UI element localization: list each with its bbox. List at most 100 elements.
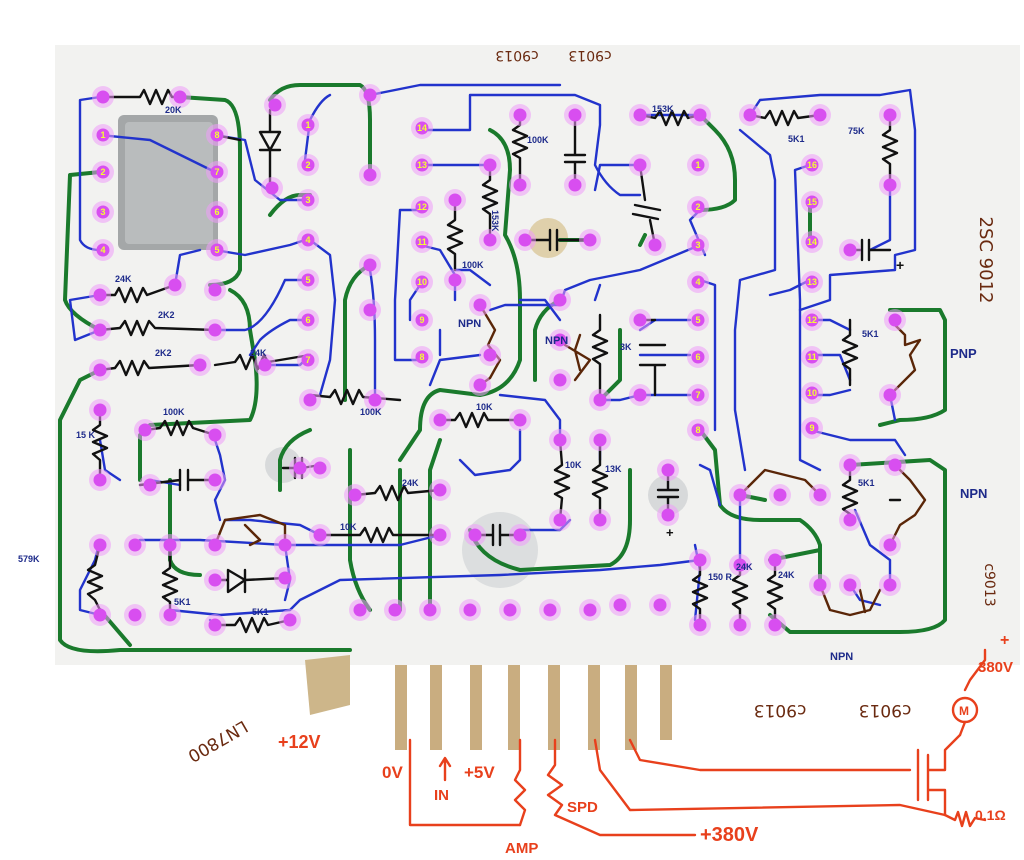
pin-number: 1 [305, 120, 310, 130]
solder-pad [633, 313, 647, 327]
resistor [318, 526, 442, 544]
solder-pad [210, 243, 224, 257]
value-13k: 13K [605, 464, 622, 474]
solder-pad [468, 528, 482, 542]
solder-pad [691, 238, 705, 252]
solder-pad [303, 393, 317, 407]
value-24k-e: 24K [778, 570, 795, 580]
solder-pad [93, 403, 107, 417]
solder-pad [268, 98, 282, 112]
solder-pad [768, 618, 782, 632]
solder-pad [93, 538, 107, 552]
resistor [881, 113, 899, 187]
solder-pad [210, 128, 224, 142]
value-100k-a: 100K [163, 407, 185, 417]
value-10k-b: 10K [340, 522, 357, 532]
value-100k-c: 100K [527, 135, 549, 145]
solder-pad [805, 195, 819, 209]
npn-transistor [888, 463, 927, 547]
pin-number: 8 [214, 130, 219, 140]
resistor [553, 438, 571, 522]
pin-number: 5 [305, 275, 310, 285]
pin-number: 10 [417, 277, 427, 287]
resistor [591, 313, 609, 402]
solder-pad [368, 393, 382, 407]
capacitor [563, 113, 587, 187]
transistor-labels: NPN NPN PNP NPN NPN [458, 318, 987, 663]
pin-number: 2 [695, 202, 700, 212]
solder-pad [93, 473, 107, 487]
pin-number: 2 [100, 167, 105, 177]
pin-number: 6 [695, 352, 700, 362]
solder-pad [805, 275, 819, 289]
pin-number: 13 [807, 277, 817, 287]
resistor [438, 411, 522, 429]
solder-pad [648, 238, 662, 252]
solder-pad [888, 458, 902, 472]
solder-pad [733, 488, 747, 502]
solder-pad [301, 118, 315, 132]
part-label-2sc9012: 2SC 9012 [975, 217, 996, 304]
ic-chip-shade [125, 122, 213, 244]
solder-pad [301, 273, 315, 287]
value-2k2-b: 2K2 [155, 348, 172, 358]
pin-number: 12 [807, 315, 817, 325]
solder-pad [193, 358, 207, 372]
solder-pad [415, 121, 429, 135]
part-label-top-right: c9013 [568, 47, 611, 63]
pin-number: 7 [695, 390, 700, 400]
npn-transistor [818, 583, 882, 617]
solder-pad [463, 603, 477, 617]
part-label-top-left: c9013 [495, 47, 538, 63]
solder-pad [568, 108, 582, 122]
transistor [213, 513, 287, 547]
solder-pad [415, 235, 429, 249]
resistor [691, 558, 709, 627]
value-15k: 15 K [76, 430, 96, 440]
label-plus-motor: + [1000, 632, 1009, 649]
solder-pad [553, 433, 567, 447]
solder-pad [96, 90, 110, 104]
solder-pad [513, 413, 527, 427]
solder-pad [415, 275, 429, 289]
resistor [446, 198, 464, 272]
solder-pad [633, 108, 647, 122]
solder-pad [96, 205, 110, 219]
pin-number: 4 [695, 277, 700, 287]
resistor [511, 113, 529, 187]
resistor [481, 163, 499, 242]
solder-pad [693, 108, 707, 122]
pin-number: 3 [695, 240, 700, 250]
solder-pad [888, 313, 902, 327]
bottom-layer-traces [58, 83, 947, 654]
solder-pad [423, 603, 437, 617]
solder-pad [883, 538, 897, 552]
solder-pad [208, 323, 222, 337]
solder-pad [813, 578, 827, 592]
solder-pad [773, 488, 787, 502]
solder-pad [733, 558, 747, 572]
pin-number: 11 [807, 352, 817, 362]
solder-pad [208, 283, 222, 297]
solder-pad [208, 538, 222, 552]
solder-pad [363, 258, 377, 272]
resistor [591, 438, 609, 522]
resistor [98, 283, 177, 304]
resistor [841, 318, 859, 387]
label-pnp: PNP [950, 346, 977, 361]
resistor [353, 484, 442, 502]
diode [258, 108, 282, 192]
pin-number: 14 [417, 123, 427, 133]
solder-pad [128, 608, 142, 622]
solder-pad [163, 608, 177, 622]
solder-pad [633, 388, 647, 402]
pin-number: 5 [214, 245, 219, 255]
label-plus-cap-2: + [666, 525, 674, 540]
solder-pad [483, 348, 497, 362]
solder-pad [805, 158, 819, 172]
resistor [161, 548, 179, 617]
value-5k1-d: 5K1 [862, 329, 879, 339]
solder-pad [813, 108, 827, 122]
pin-number: 4 [100, 245, 105, 255]
solder-pad [415, 350, 429, 364]
